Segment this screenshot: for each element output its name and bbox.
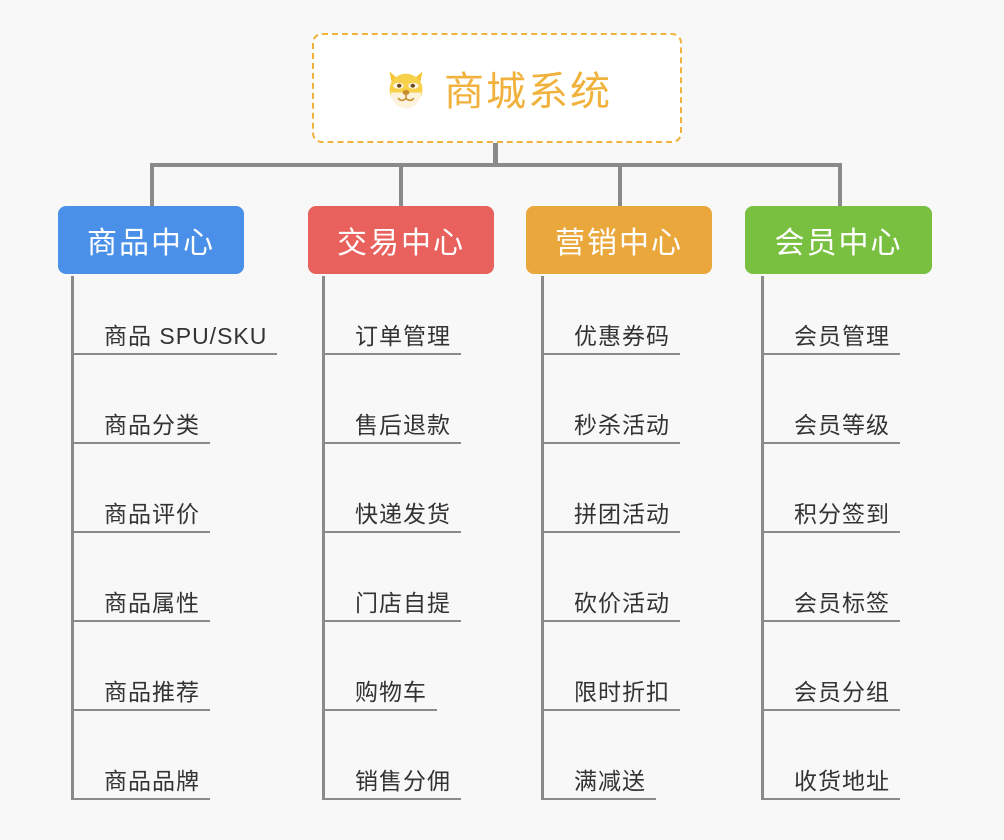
leaf-underline: [544, 442, 680, 444]
leaf-underline: [74, 709, 210, 711]
root-title: 商城系统: [444, 70, 612, 114]
category-label: 商品中心: [87, 227, 215, 260]
leaf-underline: [74, 531, 210, 533]
category-label: 营销中心: [555, 227, 683, 260]
category-box-product[interactable]: 商品中心: [58, 206, 244, 274]
leaf-underline: [325, 798, 461, 800]
leaf-underline: [325, 353, 461, 355]
leaf-label: 商品品牌: [104, 768, 200, 794]
branch-trunk-marketing: [541, 276, 544, 800]
leaf-underline: [544, 709, 680, 711]
leaf-label: 秒杀活动: [574, 412, 670, 438]
leaf-label: 积分签到: [794, 501, 890, 527]
connector-drop-2: [399, 163, 403, 206]
category-box-trade[interactable]: 交易中心: [308, 206, 494, 274]
leaf-underline: [325, 531, 461, 533]
leaf-label: 商品推荐: [104, 679, 200, 705]
leaf-label: 限时折扣: [574, 679, 670, 705]
leaf-underline: [764, 709, 900, 711]
connector-drop-4: [838, 163, 842, 206]
connector-horizontal-bus: [150, 163, 842, 167]
leaf-label: 会员管理: [794, 323, 890, 349]
connector-root-stem: [493, 143, 498, 165]
connector-drop-1: [150, 163, 154, 206]
leaf-underline: [544, 531, 680, 533]
category-label: 交易中心: [337, 227, 465, 260]
leaf-underline: [325, 620, 461, 622]
branch-trunk-member: [761, 276, 764, 800]
leaf-label: 订单管理: [355, 323, 451, 349]
category-label: 会员中心: [774, 227, 903, 260]
leaf-label: 商品 SPU/SKU: [104, 323, 268, 349]
leaf-underline: [74, 442, 210, 444]
root-node[interactable]: 商城系统: [312, 33, 682, 143]
leaf-underline: [764, 620, 900, 622]
leaf-label: 满减送: [574, 768, 646, 794]
leaf-label: 门店自提: [355, 590, 451, 616]
leaf-label: 售后退款: [355, 412, 451, 438]
leaf-label: 拼团活动: [574, 501, 670, 527]
leaf-label: 商品属性: [104, 590, 200, 616]
leaf-underline: [544, 620, 680, 622]
leaf-label: 会员标签: [794, 590, 890, 616]
leaf-label: 砍价活动: [574, 590, 670, 616]
branch-trunk-trade: [322, 276, 325, 800]
category-box-marketing[interactable]: 营销中心: [526, 206, 712, 274]
leaf-label: 会员等级: [794, 412, 890, 438]
leaf-label: 商品评价: [104, 501, 200, 527]
dog-face-icon: [382, 64, 430, 112]
leaf-underline: [764, 798, 900, 800]
leaf-underline: [74, 620, 210, 622]
leaf-label: 快递发货: [355, 501, 451, 527]
leaf-label: 销售分佣: [355, 768, 451, 794]
leaf-underline: [764, 353, 900, 355]
leaf-label: 商品分类: [104, 412, 200, 438]
leaf-underline: [325, 442, 461, 444]
leaf-underline: [764, 531, 900, 533]
leaf-underline: [544, 353, 680, 355]
leaf-label: 收货地址: [794, 768, 890, 794]
branch-trunk-product: [71, 276, 74, 800]
leaf-label: 购物车: [355, 679, 427, 705]
leaf-label: 优惠券码: [574, 323, 670, 349]
leaf-label: 会员分组: [794, 679, 890, 705]
connector-drop-3: [618, 163, 622, 206]
category-box-member[interactable]: 会员中心: [745, 206, 932, 274]
leaf-underline: [74, 798, 210, 800]
leaf-underline: [544, 798, 656, 800]
leaf-underline: [764, 442, 900, 444]
leaf-underline: [74, 353, 277, 355]
leaf-underline: [325, 709, 437, 711]
